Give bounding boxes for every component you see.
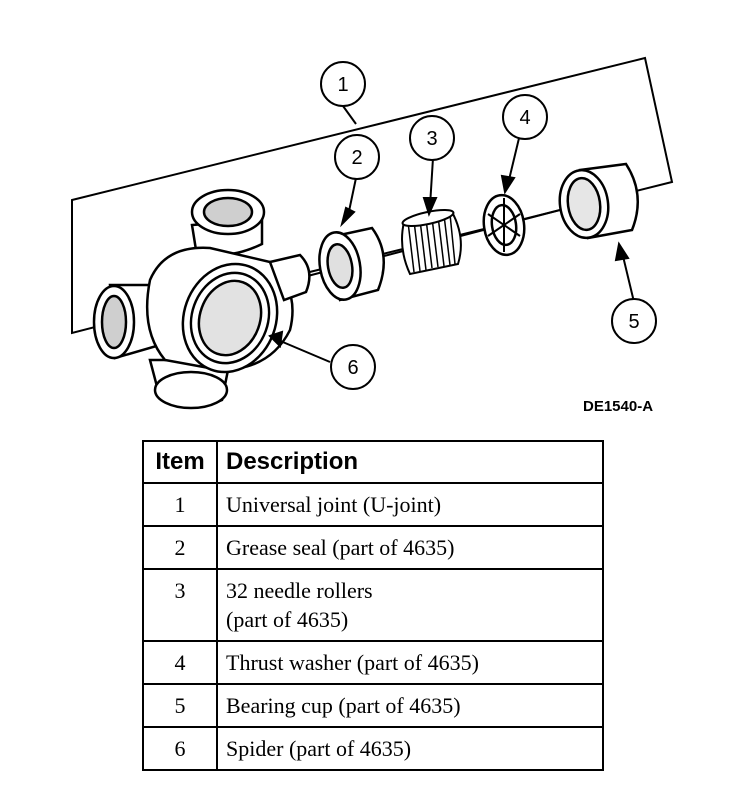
cell-item-number: 6 bbox=[142, 726, 218, 771]
svg-text:5: 5 bbox=[628, 311, 639, 333]
cell-description: Universal joint (U-joint) bbox=[216, 482, 604, 527]
svg-text:2: 2 bbox=[351, 147, 362, 169]
callout-1: 1 bbox=[320, 61, 366, 107]
callout-4: 4 bbox=[502, 94, 548, 140]
description-line: 32 needle rollers bbox=[226, 578, 373, 603]
cell-item-number: 4 bbox=[142, 640, 218, 685]
description-line: Grease seal (part of 4635) bbox=[226, 535, 455, 560]
bearing-cup-part bbox=[558, 162, 639, 240]
cell-item-number: 5 bbox=[142, 683, 218, 728]
cell-item-number: 1 bbox=[142, 482, 218, 527]
table-row: 2 Grease seal (part of 4635) bbox=[142, 525, 604, 570]
cell-description: Thrust washer (part of 4635) bbox=[216, 640, 604, 685]
callout-6: 6 bbox=[330, 344, 376, 390]
table-row: 6 Spider (part of 4635) bbox=[142, 726, 604, 771]
cell-description: Spider (part of 4635) bbox=[216, 726, 604, 771]
table-body: 1 Universal joint (U-joint) 2 Grease seal (… bbox=[142, 482, 604, 771]
description-line: Universal joint (U-joint) bbox=[226, 492, 442, 517]
cell-description: Grease seal (part of 4635) bbox=[216, 525, 604, 570]
cell-description: Bearing cup (part of 4635) bbox=[216, 683, 604, 728]
cell-description: 32 needle rollers (part of 4635) bbox=[216, 568, 604, 642]
thrust-washer-part bbox=[482, 193, 526, 257]
grease-seal-part bbox=[318, 226, 385, 302]
description-line: Bearing cup (part of 4635) bbox=[226, 693, 461, 718]
spider-part bbox=[92, 188, 311, 410]
table-row: 3 32 needle rollers (part of 4635) bbox=[142, 568, 604, 642]
callout-2: 2 bbox=[334, 134, 380, 180]
table-row: 5 Bearing cup (part of 4635) bbox=[142, 683, 604, 728]
callout-5: 5 bbox=[611, 298, 657, 344]
needle-rollers-part bbox=[401, 209, 462, 276]
svg-text:4: 4 bbox=[519, 107, 530, 129]
header-item: Item bbox=[142, 440, 218, 484]
table-row: 4 Thrust washer (part of 4635) bbox=[142, 640, 604, 685]
description-line: Spider (part of 4635) bbox=[226, 736, 412, 761]
callout-leaders bbox=[268, 105, 635, 363]
table-row: 1 Universal joint (U-joint) bbox=[142, 482, 604, 527]
table-header-row: Item Description bbox=[142, 440, 604, 484]
callout-3: 3 bbox=[409, 115, 455, 161]
svg-text:1: 1 bbox=[337, 74, 348, 96]
svg-text:3: 3 bbox=[426, 128, 437, 150]
description-line: Thrust washer (part of 4635) bbox=[226, 650, 479, 675]
figure-code: DE1540-A bbox=[583, 398, 654, 415]
cell-item-number: 2 bbox=[142, 525, 218, 570]
header-description: Description bbox=[216, 440, 604, 484]
parts-legend-table: Item Description 1 Universal joint (U-joi… bbox=[142, 440, 604, 771]
svg-text:6: 6 bbox=[347, 357, 358, 379]
description-line: (part of 4635) bbox=[226, 607, 349, 632]
cell-item-number: 3 bbox=[142, 568, 218, 642]
exploded-view-diagram: 1 2 3 4 5 6 bbox=[71, 56, 674, 410]
